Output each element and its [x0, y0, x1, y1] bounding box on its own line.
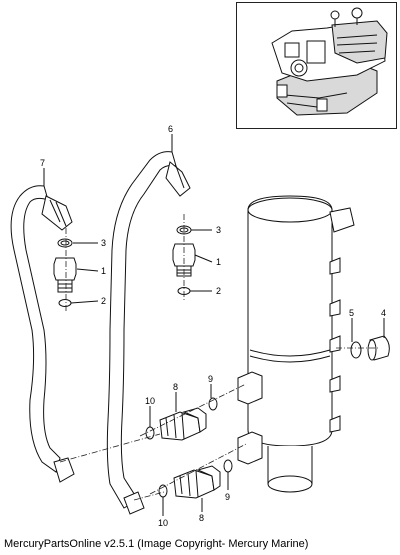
callout-10-lower: 10	[158, 518, 168, 528]
callout-2-right: 2	[216, 286, 221, 296]
callout-10-upper: 10	[145, 396, 155, 406]
heat-exchanger	[237, 195, 355, 493]
callout-labels: 7 6 3 1 2 3 1 2 5 4 8 9 10 10 8 9	[40, 124, 386, 528]
leader-lines	[43, 134, 385, 516]
hose-7	[10, 185, 75, 483]
hose-6	[106, 151, 191, 515]
callout-6: 6	[168, 124, 173, 134]
plug-4-and-seal-5	[350, 335, 390, 361]
callout-3-right: 3	[216, 225, 221, 235]
fitting-group-lower	[158, 459, 233, 499]
callout-5: 5	[349, 308, 354, 318]
callout-1-right: 1	[216, 257, 221, 267]
engine-thumbnail-icon	[271, 7, 388, 116]
callout-9-upper: 9	[208, 374, 213, 384]
callout-2-left: 2	[101, 296, 106, 306]
fitting-group-left	[53, 238, 77, 307]
engine-locator-inset	[236, 2, 397, 129]
callout-9-lower: 9	[225, 492, 230, 502]
callout-4: 4	[381, 308, 386, 318]
callout-7: 7	[40, 158, 45, 168]
callout-1-left: 1	[101, 266, 106, 276]
callout-8-lower: 8	[199, 513, 204, 523]
fitting-group-upper	[145, 397, 218, 441]
callout-3-left: 3	[101, 238, 106, 248]
copyright-footer: MercuryPartsOnline v2.5.1 (Image Copyrig…	[4, 538, 309, 550]
callout-8-upper: 8	[173, 382, 178, 392]
assembly-centerlines	[59, 214, 380, 501]
